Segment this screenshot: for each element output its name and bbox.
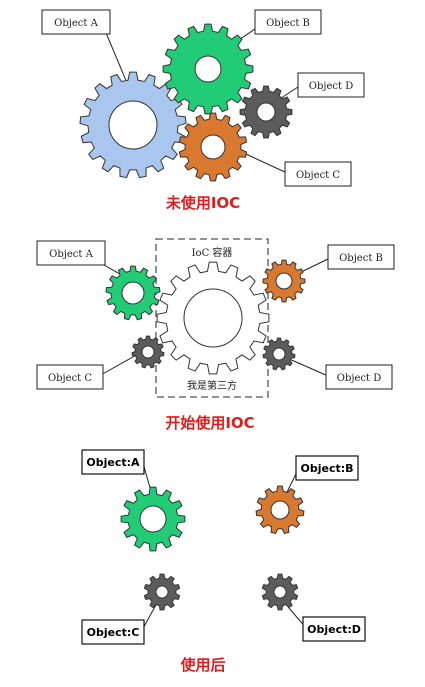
gear-hole	[275, 272, 293, 290]
gear-hole	[194, 55, 222, 83]
gear-hole	[141, 345, 155, 359]
caption-without-ioc: 未使用IOC	[165, 194, 240, 212]
gear-object-c	[131, 335, 165, 369]
label-object-d: Object D	[297, 72, 365, 98]
label-object-b-text: Object B	[339, 253, 383, 264]
gear-hole	[272, 347, 286, 361]
gear-hole	[273, 585, 287, 599]
third-party-label: 我是第三方	[187, 379, 237, 392]
label-object-a: Object:A	[81, 449, 145, 475]
gear-hole	[200, 134, 226, 160]
gear-object-d	[261, 573, 299, 611]
gear-object-b	[162, 23, 254, 115]
gear-object-a	[120, 486, 186, 552]
caption-start-ioc: 开始使用IOC	[165, 414, 254, 432]
connector-d	[286, 357, 329, 377]
gear-object-c	[143, 573, 181, 611]
label-object-c: Object C	[284, 161, 352, 187]
gear-hole	[155, 585, 169, 599]
gear-hole	[183, 288, 243, 348]
label-object-b-text: Object B	[266, 18, 310, 29]
connector-a	[103, 27, 131, 91]
label-object-d-text: Object:D	[307, 623, 361, 636]
gear-hole	[139, 505, 167, 533]
gear-hole	[108, 100, 158, 150]
label-object-c-text: Object C	[48, 373, 92, 384]
panel-without-ioc: Object A Object B Object D Object C 未使用I…	[41, 9, 365, 212]
label-object-c-text: Object:C	[87, 626, 140, 639]
label-object-a: Object A	[41, 9, 111, 35]
panel-start-ioc: IoC 容器 我是第三方 Object A Object B Object C …	[36, 238, 395, 432]
gear-object-d	[262, 337, 296, 371]
label-object-b: Object B	[254, 9, 322, 35]
gear-object-a	[79, 71, 187, 179]
caption-after-ioc: 使用后	[179, 656, 225, 674]
gear-object-c	[178, 112, 248, 182]
label-object-c: Object C	[36, 364, 104, 390]
gear-hole	[256, 102, 276, 122]
panel-after-ioc: Object:A Object:B Object:C Object:D 使用后	[81, 449, 366, 674]
gear-object-b	[255, 485, 305, 535]
label-object-a-text: Object:A	[86, 456, 140, 469]
ioc-container-label: IoC 容器	[192, 246, 233, 259]
label-object-d: Object D	[325, 364, 393, 390]
label-object-a-text: Object A	[49, 249, 93, 260]
label-object-a: Object A	[36, 240, 106, 266]
gear-ioc-container	[156, 261, 270, 375]
gear-object-a	[105, 265, 161, 321]
label-object-b: Object:B	[295, 455, 359, 481]
label-object-d-text: Object D	[337, 373, 381, 384]
container-label-bg	[180, 244, 246, 260]
third-party-label-bg	[178, 376, 248, 393]
label-object-d-text: Object D	[309, 81, 353, 92]
gear-hole	[121, 281, 145, 305]
gear-hole	[270, 500, 290, 520]
label-object-b-text: Object:B	[300, 462, 353, 475]
gear-object-b	[262, 259, 306, 303]
label-object-a-text: Object A	[54, 18, 98, 29]
label-object-b: Object B	[327, 244, 395, 270]
connector-c	[98, 352, 141, 377]
label-object-c: Object:C	[81, 619, 145, 645]
label-object-c-text: Object C	[296, 170, 340, 181]
gear-object-d	[239, 85, 293, 139]
label-object-d: Object:D	[302, 616, 366, 642]
